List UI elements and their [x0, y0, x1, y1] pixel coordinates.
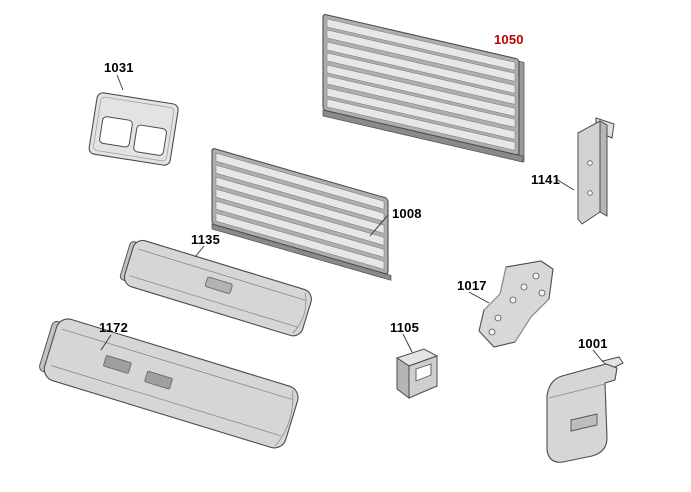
- bracket-side-face: [599, 120, 608, 217]
- end-cap-crease: [548, 383, 606, 399]
- part-label-1141[interactable]: 1141: [531, 172, 560, 187]
- mounting-hole: [494, 314, 502, 322]
- part-label-1105[interactable]: 1105: [390, 320, 419, 335]
- mounting-hole: [587, 190, 593, 196]
- grille-slat: [215, 212, 385, 270]
- grille-slat: [326, 98, 516, 151]
- bumper-end-curve: [275, 390, 294, 446]
- bumper-end-cap-part[interactable]: [546, 356, 624, 463]
- part-label-1172[interactable]: 1172: [99, 320, 128, 335]
- bracket-front-face: [577, 120, 601, 225]
- grille-slat: [215, 176, 385, 234]
- part-label-1031[interactable]: 1031: [104, 60, 134, 75]
- part-label-1001[interactable]: 1001: [578, 336, 608, 351]
- bumper-vent-slot: [144, 370, 173, 390]
- bumper-flange-line: [62, 328, 292, 400]
- headlamp-surround-panel-part[interactable]: [88, 92, 179, 166]
- leader-line: [402, 333, 413, 353]
- part-label-1050[interactable]: 1050: [494, 32, 524, 47]
- leader-line: [116, 74, 124, 91]
- mounting-hole: [587, 160, 593, 166]
- bumper-vent-slot: [103, 355, 132, 374]
- grille-slat: [326, 18, 516, 71]
- mounting-hole: [532, 272, 540, 280]
- leader-line: [555, 178, 575, 191]
- grille-slat: [215, 164, 385, 222]
- bracket-fold-line: [483, 266, 507, 311]
- bumper-flange-line: [137, 248, 307, 301]
- grille-slat: [326, 64, 516, 117]
- bumper-crease-line: [129, 275, 299, 328]
- license-plate-recess: [204, 276, 233, 294]
- side-mount-bracket-part[interactable]: [577, 117, 615, 225]
- lower-grille-part[interactable]: [211, 148, 392, 281]
- mounting-hole: [520, 283, 528, 291]
- mounting-hole: [538, 289, 546, 297]
- grille-frame: [322, 14, 520, 156]
- grille-slat: [215, 152, 385, 210]
- leader-lines: [100, 74, 604, 363]
- panel-inner-line: [93, 96, 175, 162]
- grille-side-edge: [518, 60, 525, 162]
- bumper-crease-line: [51, 365, 281, 437]
- panel-opening: [99, 116, 133, 148]
- front-bumper-part[interactable]: [118, 237, 314, 338]
- mounting-hole: [509, 296, 517, 304]
- leader-line: [369, 214, 389, 237]
- front-bumper-wide-part[interactable]: [37, 315, 301, 451]
- grille-slat: [326, 41, 516, 94]
- panel-opening: [133, 124, 167, 156]
- bumper-end-curve: [292, 292, 307, 334]
- part-label-1135[interactable]: 1135: [191, 232, 220, 247]
- grille-slat: [215, 188, 385, 246]
- part-label-1017[interactable]: 1017: [457, 278, 487, 293]
- grille-slat: [326, 29, 516, 82]
- leader-line: [100, 334, 112, 351]
- bracket-slot: [415, 363, 432, 382]
- leader-line: [592, 349, 604, 363]
- upper-grille-part[interactable]: [322, 14, 525, 163]
- leader-line: [194, 245, 205, 258]
- grille-slat: [326, 75, 516, 128]
- mounting-hole: [488, 328, 496, 336]
- bracket-fold-line: [514, 298, 550, 343]
- grille-slat: [215, 200, 385, 258]
- bracket-side-face: [396, 357, 410, 399]
- end-cap-body: [546, 363, 618, 463]
- angle-bracket-part[interactable]: [395, 348, 439, 399]
- leader-line: [468, 291, 490, 304]
- grille-slat: [326, 52, 516, 105]
- support-bracket-part[interactable]: [478, 260, 554, 348]
- end-cap-recess: [570, 413, 598, 432]
- part-label-1008[interactable]: 1008: [392, 206, 422, 221]
- grille-slat: [326, 87, 516, 140]
